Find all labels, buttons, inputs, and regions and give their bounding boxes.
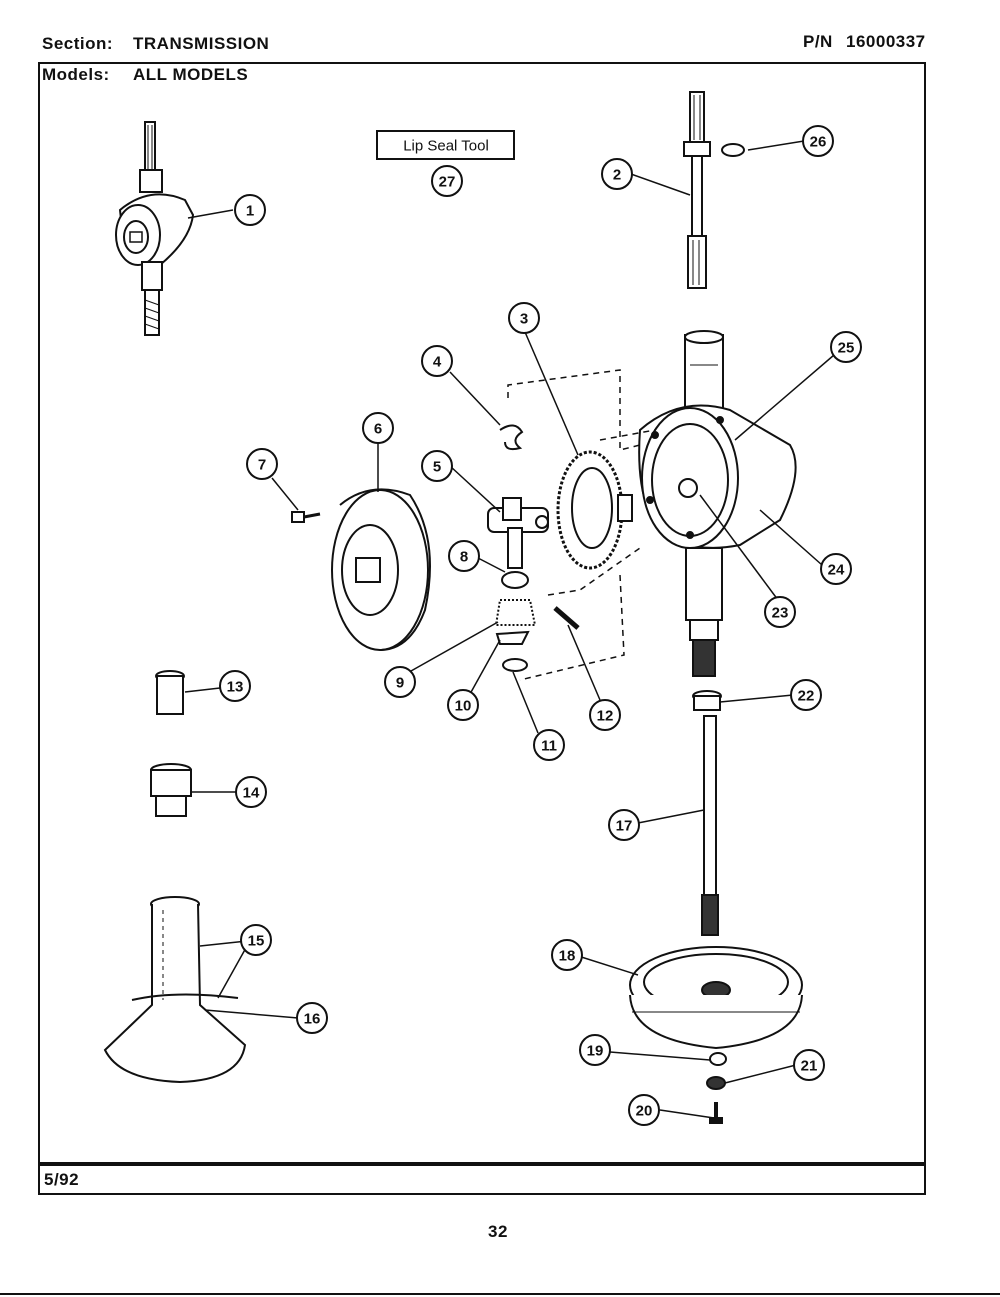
callout-11: [533, 729, 565, 761]
callout-5: [421, 450, 453, 482]
seal-part-22: [692, 690, 722, 711]
callout-label-2: 2: [613, 167, 621, 184]
callout-9: [384, 666, 416, 698]
callout-label-18: 18: [559, 948, 576, 965]
part-number-label: P/N: [803, 32, 833, 51]
callout-21: [793, 1049, 825, 1081]
callout-13: [219, 670, 251, 702]
callout-12: [589, 699, 621, 731]
part-number-value: 16000337: [846, 32, 926, 51]
lip-seal-tool-label: Lip Seal Tool: [403, 138, 489, 155]
callout-label-21: 21: [801, 1058, 818, 1075]
o-ring-part-26: [721, 143, 745, 157]
callout-15: [240, 924, 272, 956]
nut-part-21: [706, 1076, 726, 1090]
shaft-part-2: [683, 91, 711, 289]
callout-16: [296, 1002, 328, 1034]
callout-label-9: 9: [396, 675, 404, 692]
callout-label-25: 25: [838, 340, 855, 357]
callout-circles: [219, 125, 862, 1126]
callout-label-12: 12: [597, 708, 614, 725]
callout-27: [431, 165, 463, 197]
footer-bar: [38, 1163, 926, 1195]
callout-label-24: 24: [828, 562, 845, 579]
lip-seal-tool-box: [376, 130, 515, 160]
crank-assembly-part-5: [487, 497, 549, 569]
callout-label-20: 20: [636, 1103, 653, 1120]
callout-14: [235, 776, 267, 808]
cover-part-6: [331, 488, 431, 651]
pulley-part-18: [629, 946, 803, 1050]
callout-label-14: 14: [243, 785, 260, 802]
callout-20: [628, 1094, 660, 1126]
transmission-housing-part-24: [638, 330, 797, 677]
callout-1: [234, 194, 266, 226]
screw-part-20: [709, 1102, 723, 1124]
callout-label-16: 16: [304, 1011, 321, 1028]
models-label: Models:: [42, 65, 110, 84]
callout-label-26: 26: [810, 134, 827, 151]
shaft-part-17: [701, 715, 719, 936]
pinion-gear-part-9: [494, 599, 537, 626]
callout-7: [246, 448, 278, 480]
washer-part-10: [495, 630, 530, 645]
transmission-assembly-part-1: [115, 121, 195, 336]
clip-part-4: [499, 424, 524, 451]
callout-2: [601, 158, 633, 190]
tub-support-part-15: [103, 896, 247, 1084]
pin-part-12: [553, 606, 580, 630]
callout-6: [362, 412, 394, 444]
section-value: TRANSMISSION: [133, 34, 270, 53]
assembly-guide-lines: [507, 369, 656, 681]
callout-label-8: 8: [460, 549, 468, 566]
callout-label-17: 17: [616, 818, 633, 835]
callout-label-1: 1: [246, 203, 254, 220]
callout-label-22: 22: [798, 688, 815, 705]
callout-4: [421, 345, 453, 377]
callout-label-19: 19: [587, 1043, 604, 1060]
callout-19: [579, 1034, 611, 1066]
callout-label-7: 7: [258, 457, 266, 474]
ring-gear-part-3: [556, 450, 633, 570]
screw-part-7: [291, 511, 321, 523]
seal-part-14: [150, 763, 192, 817]
callout-label-13: 13: [227, 679, 244, 696]
callout-label-27: 27: [439, 174, 456, 191]
washer-part-19: [709, 1052, 727, 1066]
models-value: ALL MODELS: [133, 65, 249, 84]
callout-label-4: 4: [433, 354, 442, 371]
callout-label-10: 10: [455, 698, 472, 715]
callout-24: [820, 553, 852, 585]
callout-26: [802, 125, 834, 157]
page-number: 32: [488, 1222, 508, 1241]
callout-label-3: 3: [520, 311, 528, 328]
section-label: Section:: [42, 34, 114, 53]
callout-label-6: 6: [374, 421, 382, 438]
callout-3: [508, 302, 540, 334]
callout-10: [447, 689, 479, 721]
leader-lines: [184, 140, 835, 1119]
callout-17: [608, 809, 640, 841]
bushing-part-13: [155, 670, 185, 715]
callout-25: [830, 331, 862, 363]
callout-8: [448, 540, 480, 572]
washer-part-11: [502, 658, 528, 672]
bushing-part-8: [501, 571, 529, 589]
footer-date: 5/92: [44, 1170, 80, 1189]
callout-label-15: 15: [248, 933, 265, 950]
callout-18: [551, 939, 583, 971]
callout-label-23: 23: [772, 605, 789, 622]
callout-label-5: 5: [433, 459, 441, 476]
callout-label-11: 11: [541, 738, 557, 755]
callout-22: [790, 679, 822, 711]
callout-23: [764, 596, 796, 628]
